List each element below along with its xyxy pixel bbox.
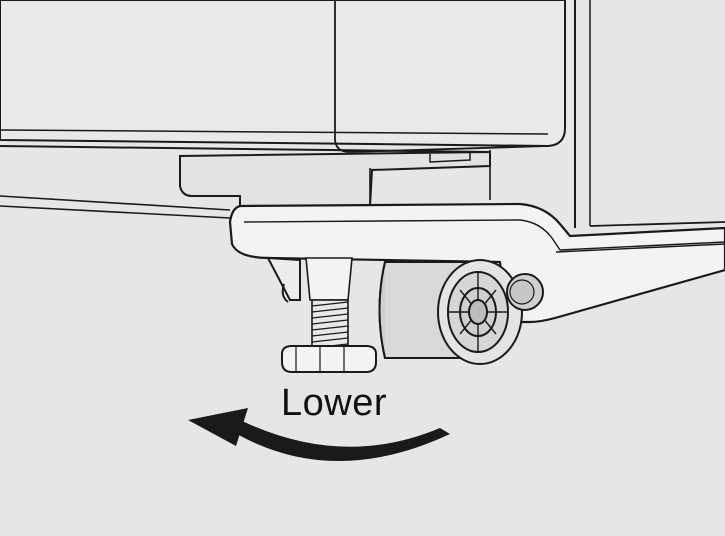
rotation-arrow-icon [188, 408, 450, 462]
cabinet-body [0, 0, 725, 228]
leveling-foot-nut [281, 345, 377, 373]
base-plate [0, 150, 491, 219]
caster-wheel [437, 259, 523, 365]
lower-caption: Lower [281, 382, 387, 424]
axle-cap [506, 273, 544, 311]
leveling-screw [305, 257, 353, 353]
foot-leg [266, 256, 301, 303]
caster-bracket [228, 202, 725, 324]
